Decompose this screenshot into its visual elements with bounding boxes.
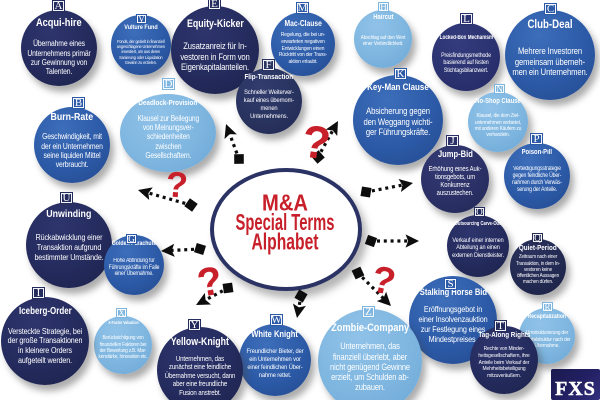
svg-text:?: ? — [299, 114, 334, 169]
svg-text:?: ? — [194, 258, 226, 306]
